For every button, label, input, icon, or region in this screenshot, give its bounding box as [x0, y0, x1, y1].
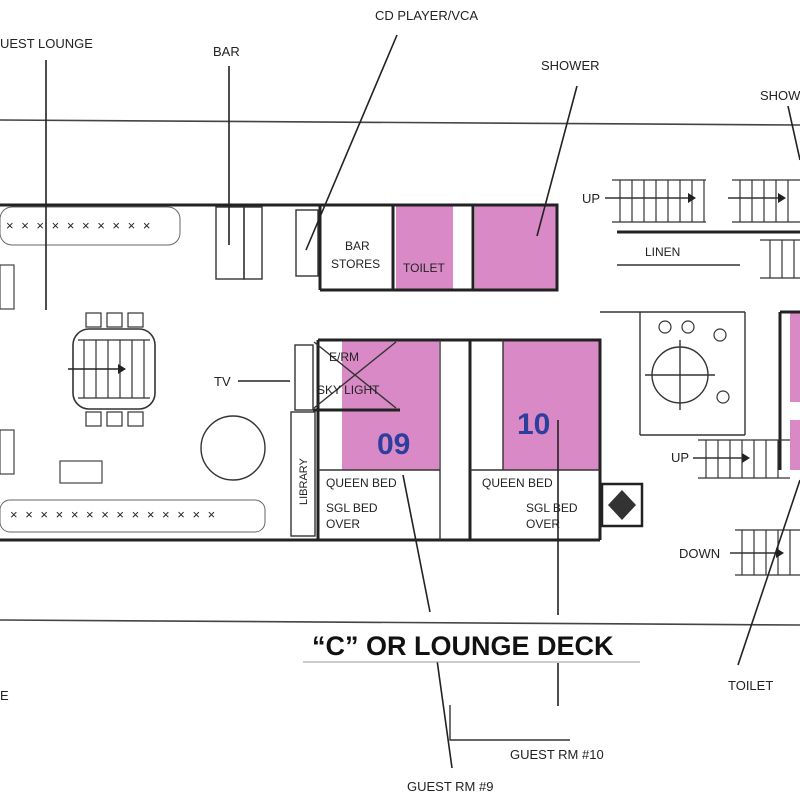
hull-top-line [0, 119, 800, 126]
stair-up-mid [698, 439, 790, 479]
callout-tv: TV [214, 374, 231, 389]
hatch-inner [608, 490, 636, 520]
guest-rm-10-bracket [449, 705, 570, 741]
room-toilet: TOILET [403, 261, 445, 275]
room-e-rm: E/RM [329, 350, 359, 364]
burner-1 [658, 320, 672, 334]
leader-shower [536, 85, 578, 237]
down-arrowhead [776, 548, 784, 558]
cabins-frame [318, 338, 602, 540]
callout-guest-lounge: UEST LOUNGE [0, 36, 93, 51]
callout-cd-player: CD PLAYER/VCA [375, 8, 478, 23]
round-table [200, 415, 266, 481]
room-10-over: OVER [526, 517, 560, 531]
lounge-bench-top [0, 206, 181, 246]
room-number-10: 10 [517, 408, 550, 441]
chair-4 [85, 411, 102, 427]
callout-shower: SHOWER [541, 58, 600, 73]
room-9-sgl-bed: SGL BED [326, 501, 378, 515]
leader-room-9-b [402, 474, 431, 613]
coffee-table [59, 460, 103, 484]
room-library: LIBRARY [298, 457, 310, 505]
callout-guest-rm-10: GUEST RM #10 [510, 747, 604, 762]
stair-label-up-1: UP [582, 191, 600, 206]
stair-label-down: DOWN [679, 546, 720, 561]
room-bar-stores-line1: BAR [345, 239, 370, 253]
room-10-fill [503, 340, 599, 470]
leader-toilet-right [737, 479, 800, 666]
chair-3 [127, 312, 144, 328]
stair-lounge-arrowhead [118, 364, 126, 374]
burner-4 [716, 390, 730, 404]
right-cabin-fill-bottom [790, 420, 800, 470]
room-09-fill [342, 340, 439, 470]
chair-1 [85, 312, 102, 328]
callout-left-edge: E [0, 688, 9, 703]
room-10-sgl-bed: SGL BED [526, 501, 578, 515]
stair-linen-right [760, 239, 800, 279]
stair-up-top-1 [612, 179, 706, 223]
room-10-queen-bed: QUEEN BED [482, 476, 553, 490]
deck-title-box [302, 626, 640, 662]
leader-room-9-a [436, 659, 453, 769]
lounge-bench-bottom [0, 499, 266, 533]
bar-counter [215, 206, 245, 280]
room-9-queen-bed: QUEEN BED [326, 476, 397, 490]
leader-shower-right [787, 105, 800, 161]
callout-guest-rm-9: GUEST RM #9 [407, 779, 493, 794]
stair-label-up-2: UP [671, 450, 689, 465]
up-mid-arrowhead [742, 453, 750, 463]
side-table-left [0, 264, 15, 310]
room-9-over: OVER [326, 517, 360, 531]
seat-markers-bottom: × × × × × × × × × × × × × × [10, 507, 217, 522]
room-sky-light: SKY LIGHT [317, 383, 380, 397]
room-linen: LINEN [645, 245, 680, 259]
room-bar-stores-line2: STORES [331, 257, 380, 271]
seat-markers-top: × × × × × × × × × × [6, 218, 152, 233]
burner-2 [681, 320, 695, 334]
up-1-arrowhead [688, 193, 696, 203]
up-2-arrowhead [778, 193, 786, 203]
callout-shower-right: SHOW [760, 88, 800, 103]
cd-player-cabinet [295, 209, 319, 277]
leader-cd-player [305, 34, 398, 251]
tv-cabinet [294, 344, 314, 411]
toilet-room-fill [396, 206, 453, 290]
library-shelf [290, 411, 316, 537]
chair-2 [106, 312, 123, 328]
room-number-09: 09 [377, 428, 410, 461]
bar-counter-2 [243, 206, 263, 280]
callout-bar: BAR [213, 44, 240, 59]
right-cabin-fill-top [790, 312, 800, 402]
hatch-box [600, 482, 644, 528]
burner-3 [713, 328, 727, 342]
side-table-left-2 [0, 429, 15, 475]
stair-up-top-2 [732, 179, 800, 223]
chair-6 [127, 411, 144, 427]
shower-room-fill [475, 206, 557, 290]
upper-cabins-wall [320, 203, 559, 292]
chair-5 [106, 411, 123, 427]
deck-title: “C” OR LOUNGE DECK [312, 631, 614, 661]
hull-bottom-line [0, 619, 800, 626]
sky-light-x-2 [313, 341, 397, 409]
callout-toilet-right: TOILET [728, 678, 773, 693]
